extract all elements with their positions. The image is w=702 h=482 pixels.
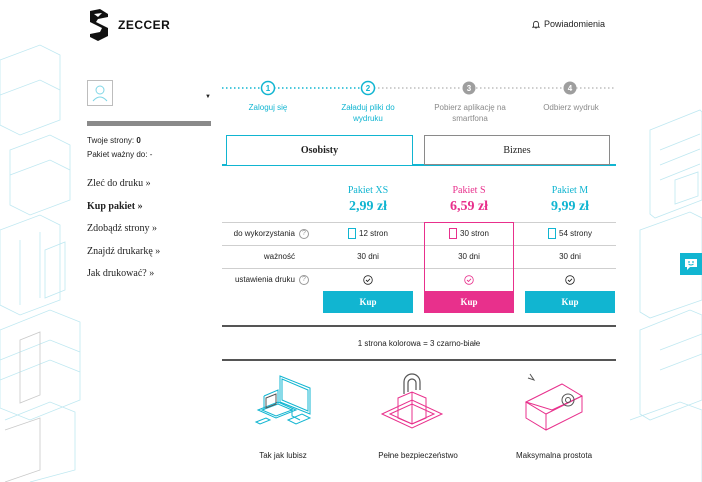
package-xs-validity: 30 dni xyxy=(357,252,379,261)
package-m-settings xyxy=(525,268,615,291)
step-3-label[interactable]: Pobierz aplikację na smartfona xyxy=(434,103,506,123)
nav-item-buy-package[interactable]: Kup pakiet » xyxy=(87,200,143,212)
tab-personal[interactable]: Osobisty xyxy=(226,135,413,165)
package-s-price: 6,59 zł xyxy=(449,199,489,214)
pages-value: 0 xyxy=(136,136,141,145)
package-s-name: Pakiet S xyxy=(452,185,486,196)
envelope-icon xyxy=(524,373,584,431)
feature-label-flexible: Tak jak lubisz xyxy=(259,451,307,460)
page-icon xyxy=(348,228,357,239)
padlock-icon xyxy=(380,373,444,429)
step-1-label[interactable]: Zaloguj się xyxy=(248,103,288,112)
nav-item-how-to-print[interactable]: Jak drukować? » xyxy=(87,268,155,279)
table-line xyxy=(222,222,616,223)
buy-m-button[interactable]: Kup xyxy=(525,291,615,313)
page-icon xyxy=(548,228,557,239)
step-4-label[interactable]: Odbierz wydruk xyxy=(543,103,599,112)
nav-item-order-print[interactable]: Zleć do druku » xyxy=(87,178,151,189)
step-2[interactable]: 2 xyxy=(360,80,376,96)
account-info: Twoje strony: 0 Pakiet ważny do: - xyxy=(87,134,152,162)
chat-smiley-icon xyxy=(685,259,697,270)
help-icon[interactable]: ? xyxy=(299,228,309,239)
divider xyxy=(222,325,616,327)
package-xs-price: 2,99 zł xyxy=(348,199,388,214)
package-m-price: 9,99 zł xyxy=(550,199,590,214)
tab-business[interactable]: Biznes xyxy=(424,135,610,165)
valid-label: Pakiet ważny do: xyxy=(87,150,148,159)
nav-item-find-printer[interactable]: Znajdź drukarkę » xyxy=(87,245,161,257)
avatar[interactable] xyxy=(87,80,113,106)
package-m-validity: 30 dni xyxy=(559,252,581,261)
check-circle-icon xyxy=(363,274,373,285)
tab-underline xyxy=(222,164,616,166)
check-circle-icon xyxy=(464,274,474,285)
step-2-label[interactable]: Załaduj pliki do wydruku xyxy=(341,103,395,123)
table-line xyxy=(222,268,616,269)
package-xs-settings xyxy=(323,268,413,291)
package-s-validity: 30 dni xyxy=(458,252,480,261)
usage-label: do wykorzystania xyxy=(233,229,295,238)
package-m-pages-value: 54 strony xyxy=(559,229,592,238)
step-1[interactable]: 1 xyxy=(260,80,276,96)
step-3[interactable]: 3 xyxy=(462,81,476,95)
package-s-pages: 30 stron xyxy=(424,222,514,245)
page-icon xyxy=(449,228,458,239)
package-m-name: Pakiet M xyxy=(551,185,589,196)
buy-xs-button[interactable]: Kup xyxy=(323,291,413,313)
bell-icon xyxy=(531,20,540,28)
row-label-settings: ustawienia druku? xyxy=(222,268,322,291)
brand-logo[interactable]: ZECCER xyxy=(88,8,170,42)
validity-label: ważność xyxy=(263,252,295,261)
feature-label-simplicity: Maksymalna prostota xyxy=(515,451,593,460)
step-3-number: 3 xyxy=(467,84,472,93)
devices-icon xyxy=(254,375,312,425)
progress-stepper: 1 2 3 4 xyxy=(222,80,616,96)
zeccer-logo-icon xyxy=(90,9,108,41)
table-line xyxy=(222,245,616,246)
brand-name: ZECCER xyxy=(118,18,171,32)
package-s-settings xyxy=(424,268,514,291)
nav-item-get-pages[interactable]: Zdobądź strony » xyxy=(87,223,157,234)
package-s-pages-value: 30 stron xyxy=(460,229,489,238)
buy-s-button[interactable]: Kup xyxy=(424,291,514,313)
row-label-validity: ważność xyxy=(222,245,322,268)
sidebar-nav: Zleć do druku » Kup pakiet » Zdobądź str… xyxy=(87,178,160,291)
pages-label: Twoje strony: xyxy=(87,136,135,145)
package-xs-name: Pakiet XS xyxy=(347,185,389,196)
check-circle-icon xyxy=(565,274,575,285)
notifications-link[interactable]: Powiadomienia xyxy=(531,19,605,29)
package-xs-pages-value: 12 stron xyxy=(359,229,388,238)
color-page-note: 1 strona kolorowa = 3 czarno-białe xyxy=(357,339,481,348)
package-s-highlight xyxy=(424,222,514,291)
pages-progress-bar xyxy=(87,121,211,126)
account-dropdown-icon[interactable]: ▼ xyxy=(205,94,211,100)
row-label-usage: do wykorzystania? xyxy=(222,222,322,245)
package-xs-pages: 12 stron xyxy=(323,222,413,245)
feature-label-security: Pełne bezpieczeństwo xyxy=(378,451,458,460)
settings-label: ustawienia druku xyxy=(234,275,295,284)
step-2-number: 2 xyxy=(366,84,371,93)
divider xyxy=(222,359,616,361)
valid-value: - xyxy=(149,150,153,159)
step-4[interactable]: 4 xyxy=(563,81,577,95)
package-m-pages: 54 strony xyxy=(525,222,615,245)
user-icon xyxy=(92,85,108,102)
chat-button[interactable] xyxy=(680,253,702,275)
step-4-number: 4 xyxy=(568,84,573,93)
help-icon[interactable]: ? xyxy=(299,274,309,285)
step-1-number: 1 xyxy=(266,84,271,93)
notifications-label: Powiadomienia xyxy=(543,19,605,29)
